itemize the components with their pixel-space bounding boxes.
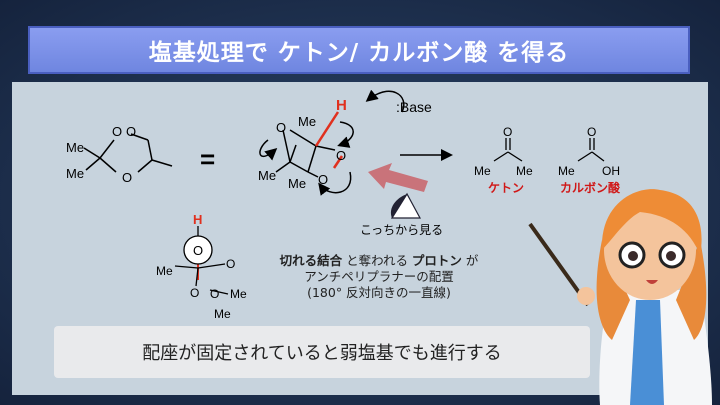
atom-o: O [210, 287, 219, 301]
atom-o: O [193, 243, 203, 258]
note-ga: が [461, 253, 479, 268]
acid-structure [577, 138, 605, 162]
acid-label: カルボン酸 [560, 180, 621, 195]
atom-h: H [336, 97, 347, 114]
atom-me: Me [66, 140, 84, 155]
atom-me: Me [66, 166, 84, 181]
eye-lid-icon [390, 194, 407, 218]
atom-o: O [112, 124, 122, 139]
atom-h: H [193, 212, 202, 227]
atom-me: Me [230, 287, 247, 301]
note-bond: 切れる結合 [279, 253, 343, 268]
base-label: :Base [396, 99, 432, 115]
atom-o: O [503, 125, 512, 139]
atom-me: Me [258, 168, 276, 183]
cleaved-bond [332, 155, 344, 169]
equals-sign: = [200, 144, 215, 174]
note-line2: アンチペリプラナーの配置 [304, 269, 454, 284]
note-proton: プロトン [411, 253, 462, 268]
explanation-note: 切れる結合 と奪われる プロトン が アンチペリプラナーの配置 (180° 反対… [244, 253, 514, 301]
view-arrow [368, 163, 428, 192]
view-label: こっちから見る [360, 223, 443, 237]
atom-me: Me [214, 307, 231, 321]
atom-o: O [126, 124, 136, 139]
teacher-illustration [528, 189, 712, 405]
note-and: と奪われる [342, 253, 412, 268]
atom-o: O [226, 257, 235, 271]
summary-banner: 配座が固定されていると弱塩基でも進行する [54, 326, 590, 378]
ozonide-3d [259, 89, 453, 196]
atom-o: O [190, 286, 199, 300]
newman-projection: H O O O O Me Me Me [156, 212, 247, 321]
eye-icon [390, 192, 422, 219]
slide-title: 塩基処理で ケトン/ カルボン酸 を得る [28, 26, 690, 74]
atom-me: Me [558, 164, 575, 178]
ketone-structure [493, 138, 523, 162]
ozonide-structure [83, 133, 173, 173]
atom-o: O [276, 120, 286, 135]
proton-bond [314, 111, 340, 147]
atom-oh: OH [602, 164, 620, 178]
atom-me: Me [516, 164, 533, 178]
atom-me: Me [288, 176, 306, 191]
atom-me: Me [474, 164, 491, 178]
ketone-label: ケトン [488, 181, 524, 195]
atom-me: Me [298, 114, 316, 129]
atom-o: O [587, 125, 596, 139]
atom-o: O [122, 170, 132, 185]
note-line3: (180° 反対向きの一直線) [307, 285, 451, 300]
atom-me: Me [156, 264, 173, 278]
atom-o: O [318, 172, 328, 187]
atom-o: O [336, 148, 346, 163]
